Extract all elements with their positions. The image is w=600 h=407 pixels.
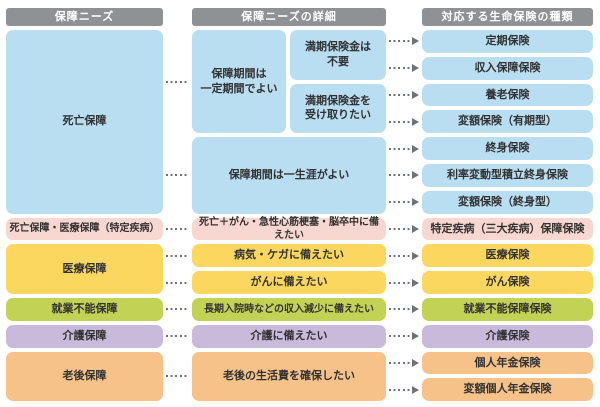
products-box-9: がん保険 (422, 271, 593, 294)
details-box-8: 介護に備えたい (192, 324, 386, 348)
column-header-needs: 保障ニーズ (6, 8, 163, 26)
details-box-9: 老後の生活費を確保したい (192, 351, 386, 402)
arrowhead-icon (412, 332, 419, 341)
products-box-1: 収入保障保険 (422, 56, 593, 80)
connector-details-products-4 (389, 144, 419, 153)
dotted-line (389, 120, 411, 123)
products-box-11: 介護保険 (422, 324, 593, 348)
arrowhead-icon (412, 385, 419, 394)
arrowhead-icon (412, 117, 419, 126)
connector-needs-details-3 (166, 252, 189, 260)
dotted-line (389, 67, 411, 70)
dotted-line (166, 335, 189, 338)
dotted-line (389, 388, 411, 391)
dotted-line (389, 201, 411, 204)
connector-needs-details-0 (166, 78, 189, 86)
connector-details-products-10 (389, 305, 419, 314)
dotted-line (389, 254, 411, 257)
dotted-line (166, 254, 189, 257)
details-box-6: がんに備えたい (192, 271, 386, 294)
details-box-4: 死亡＋がん・急性心筋梗塞・脳卒中に備えたい (192, 217, 386, 241)
arrowhead-icon (412, 251, 419, 260)
connector-details-products-7 (389, 225, 419, 233)
needs-box-0: 死亡保障 (6, 30, 163, 214)
connector-details-products-13 (389, 385, 419, 394)
details-box-3: 保障期間は一生涯がよい (192, 137, 386, 214)
dotted-line (166, 375, 189, 378)
arrowhead-icon (412, 198, 419, 207)
arrowhead-icon (412, 359, 419, 367)
connector-details-products-1 (389, 64, 419, 73)
connector-details-products-3 (389, 117, 419, 126)
products-box-13: 変額個人年金保険 (422, 378, 593, 402)
dotted-line (389, 362, 411, 364)
dotted-line (389, 308, 411, 311)
details-box-0: 保障期間は 一定期間でよい (192, 30, 286, 134)
connector-details-products-9 (389, 278, 419, 287)
connector-needs-details-6 (166, 332, 189, 340)
products-box-2: 養老保険 (422, 83, 593, 107)
needs-box-2: 医療保障 (6, 244, 163, 294)
needs-box-3: 就業不能保障 (6, 298, 163, 321)
arrowhead-icon (412, 225, 419, 233)
dotted-line (166, 80, 189, 83)
needs-box-5: 老後保障 (6, 351, 163, 402)
details-box-7: 長期入院時などの収入減少に備えたい (192, 298, 386, 321)
column-header-details: 保障ニーズの詳細 (192, 8, 386, 26)
connector-needs-details-7 (166, 372, 189, 380)
products-box-6: 変額保険（終身型） (422, 190, 593, 214)
details-box-1: 満期保険金は 不要 (290, 30, 386, 80)
connector-needs-details-1 (166, 171, 189, 179)
connector-details-products-0 (389, 37, 419, 46)
arrowhead-icon (412, 278, 419, 287)
products-box-5: 利率変動型積立終身保険 (422, 164, 593, 187)
details-box-5: 病気・ケガに備えたい (192, 244, 386, 268)
arrowhead-icon (412, 305, 419, 314)
dotted-line (389, 40, 411, 43)
connector-details-products-2 (389, 91, 419, 99)
details-box-2: 満期保険金を 受け取りたい (290, 83, 386, 134)
dotted-line (389, 228, 411, 230)
products-box-8: 医療保険 (422, 244, 593, 268)
arrowhead-icon (412, 91, 419, 99)
connector-details-products-8 (389, 251, 419, 260)
connector-details-products-11 (389, 332, 419, 341)
connector-details-products-6 (389, 198, 419, 207)
dotted-line (166, 308, 189, 311)
connector-needs-details-2 (166, 225, 189, 233)
dotted-line (389, 174, 411, 177)
arrowhead-icon (412, 37, 419, 46)
connector-details-products-12 (389, 359, 419, 367)
dotted-line (166, 228, 189, 230)
dotted-line (389, 94, 411, 96)
column-header-products: 対応する生命保険の種類 (422, 8, 593, 26)
needs-box-1: 死亡保障・医療保障（特定疾病） (6, 217, 163, 241)
connector-details-products-5 (389, 171, 419, 180)
dotted-line (389, 147, 411, 150)
connector-needs-details-5 (166, 305, 189, 313)
products-box-0: 定期保険 (422, 30, 593, 53)
dotted-line (166, 174, 189, 177)
products-box-12: 個人年金保険 (422, 351, 593, 375)
dotted-line (166, 281, 189, 284)
dotted-line (389, 335, 411, 338)
needs-box-4: 介護保障 (6, 324, 163, 348)
products-box-10: 就業不能保障保険 (422, 298, 593, 321)
arrowhead-icon (412, 64, 419, 73)
products-box-4: 終身保険 (422, 137, 593, 160)
dotted-line (389, 281, 411, 284)
products-box-7: 特定疾病（三大疾病）保障保険 (422, 217, 593, 241)
connector-needs-details-4 (166, 279, 189, 287)
arrowhead-icon (412, 144, 419, 153)
arrowhead-icon (412, 171, 419, 180)
products-box-3: 変額保険（有期型） (422, 110, 593, 134)
